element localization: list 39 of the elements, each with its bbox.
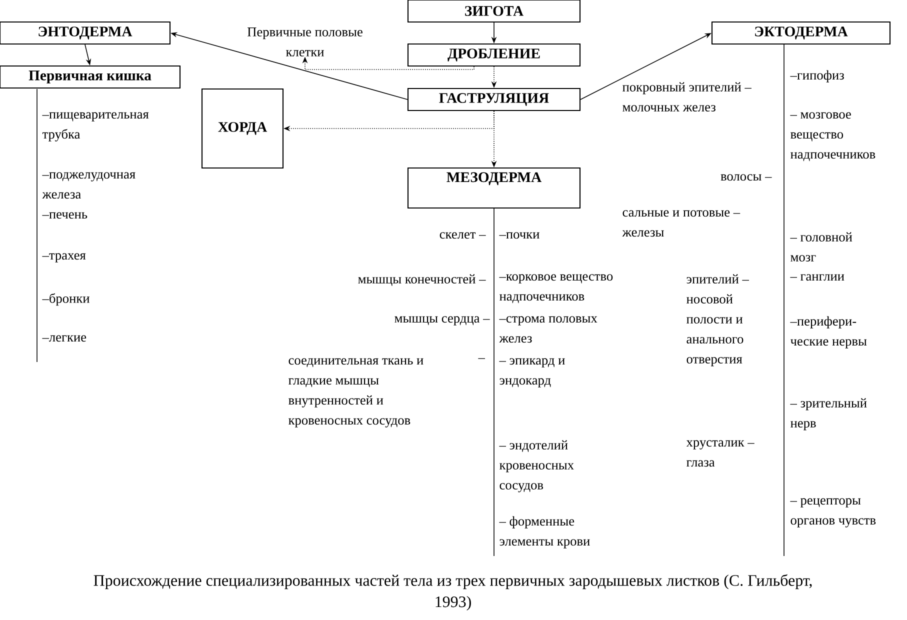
list-item: скелет –	[440, 232, 486, 239]
list-item: –пищеварительная трубка	[42, 112, 149, 142]
list-item: –строма половых желез	[499, 316, 598, 343]
list-item: сальные и потовые – железы	[622, 210, 740, 237]
list-item: –почки	[499, 232, 540, 239]
organ-box: ХОРДА	[201, 88, 284, 169]
list-item: –корковое вещество надпочечников	[499, 274, 613, 304]
germ-layer-box: МЕЗОДЕРМА	[407, 167, 581, 209]
list-item: – форменные элементы крови	[499, 516, 590, 548]
list-item: – мозговое вещество надпочечников	[790, 112, 876, 162]
list-item: –поджелудочная железа	[42, 172, 136, 199]
organ-box: Первичная кишка	[0, 65, 181, 89]
list-item: –гипофиз	[790, 70, 844, 82]
list-item: – эпикард и эндокард	[499, 358, 565, 388]
process-box: ДРОБЛЕНИЕ	[407, 43, 581, 67]
list-item: мышцы сердца –	[394, 316, 490, 326]
caption: Происхождение специализированных частей тела из трех первичных зародышевых листков (С. Гильберт, 1993)	[94, 574, 812, 610]
text-label: Первичные половые клетки	[247, 28, 362, 56]
list-item: – рецепторы органов чувств	[790, 498, 876, 528]
germ-layer-box: ЭНТОДЕРМА	[0, 21, 171, 45]
list-item: эпителий – носовой полости и анального отверстия	[686, 274, 749, 366]
list-item: –трахея	[42, 253, 86, 262]
process-box: ГАСТРУЛЯЦИЯ	[407, 88, 581, 112]
list-item: –печень	[42, 212, 88, 219]
list-item: покровный эпителий – молочных желез	[622, 82, 752, 112]
process-box: ЗИГОТА	[407, 0, 581, 23]
list-item: – эндотелий кровеносных сосудов	[499, 440, 574, 492]
list-item: – головной мозг	[790, 232, 852, 262]
list-item: соединительная ткань и гладкие мышцы внутренностей и кровеносных сосудов	[288, 358, 424, 428]
list-item: –перифери- ческие нервы	[790, 316, 867, 348]
list-item: хрусталик – глаза	[686, 440, 754, 467]
list-item: –	[478, 358, 486, 359]
list-item: – ганглии	[790, 274, 844, 281]
list-item: мышцы конечностей –	[358, 274, 486, 286]
list-item: –бронки	[42, 293, 90, 306]
list-item: – зрительный нерв	[790, 398, 867, 430]
list-item: –легкие	[42, 335, 86, 342]
germ-layer-box: ЭКТОДЕРМА	[711, 21, 891, 45]
list-item: волосы –	[720, 174, 772, 181]
